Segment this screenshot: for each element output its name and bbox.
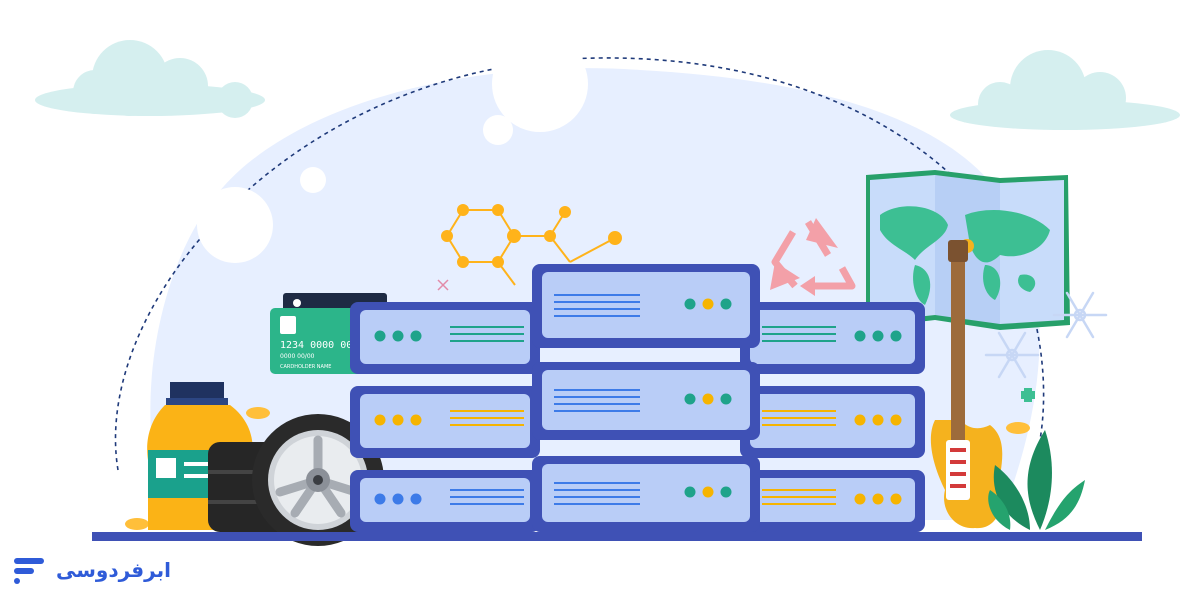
server-unit (740, 470, 925, 532)
status-light (702, 486, 714, 498)
sparkle-icon (437, 279, 449, 291)
cloud-left (35, 40, 265, 118)
status-light (684, 393, 696, 405)
plant-icon (988, 430, 1085, 530)
status-light (374, 330, 386, 342)
card-holder: CARDHOLDER NAME (280, 364, 331, 370)
snowflake-icon (984, 291, 1108, 379)
molecule-icon (441, 204, 622, 286)
status-light (410, 493, 422, 505)
bubbles (197, 36, 588, 263)
status-light (720, 486, 732, 498)
status-light (392, 493, 404, 505)
status-light (890, 330, 902, 342)
status-light (872, 330, 884, 342)
server-unit (740, 302, 925, 374)
card-expiry: 0000 00/00 (280, 353, 315, 360)
status-light (890, 493, 902, 505)
server-unit (532, 362, 760, 440)
server-unit (532, 264, 760, 348)
status-light (854, 493, 866, 505)
recycle-icon (770, 218, 856, 296)
status-light (392, 330, 404, 342)
status-light (374, 493, 386, 505)
server-unit (350, 302, 540, 374)
status-light (392, 414, 404, 426)
status-light (720, 393, 732, 405)
status-light (890, 414, 902, 426)
server-rack (350, 264, 925, 532)
status-light (702, 393, 714, 405)
server-unit (350, 386, 540, 458)
status-light (374, 414, 386, 426)
card-number: 1234 0000 0000 (280, 340, 364, 351)
pill-icon (125, 407, 1030, 530)
brand-logo-icon (14, 558, 44, 584)
status-light (684, 298, 696, 310)
status-light (872, 493, 884, 505)
status-light (872, 414, 884, 426)
guitar-icon (930, 239, 1003, 529)
status-light (854, 414, 866, 426)
server-unit (350, 470, 540, 532)
brand-logo[interactable]: ابرفردوسی (12, 552, 171, 588)
server-unit (532, 456, 760, 532)
server-unit (740, 386, 925, 458)
plus-icon (1021, 388, 1035, 402)
status-light (720, 298, 732, 310)
status-light (702, 298, 714, 310)
ground-line (92, 532, 1142, 541)
status-light (684, 486, 696, 498)
cloud-right (950, 50, 1180, 130)
status-light (410, 414, 422, 426)
status-light (854, 330, 866, 342)
brand-name: ابرفردوسی (56, 558, 171, 582)
status-light (410, 330, 422, 342)
